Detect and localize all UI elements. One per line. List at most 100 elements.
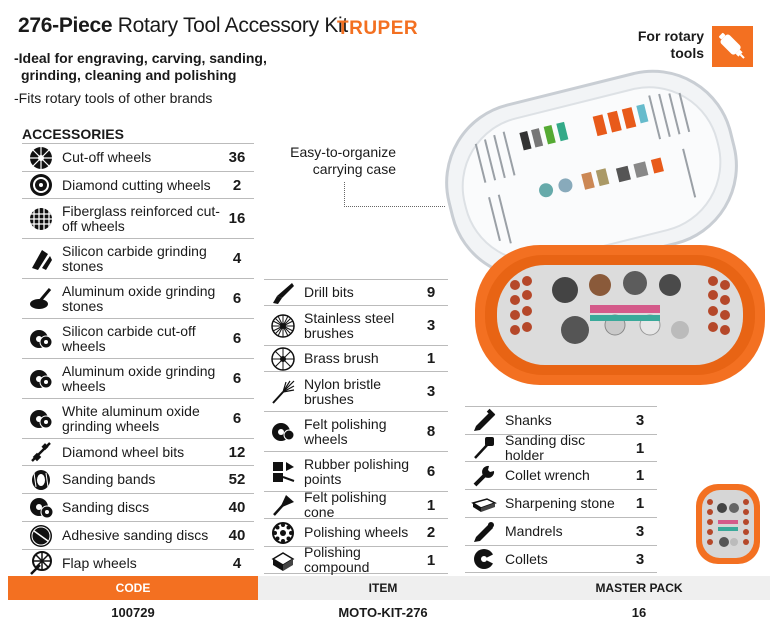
item-qty: 1 xyxy=(426,350,436,367)
item-name: Mandrels xyxy=(505,523,563,539)
item-name: Felt polishing cone xyxy=(304,489,387,520)
list-item: Silicon carbide grinding stones 4 xyxy=(22,239,254,279)
title-rest: Rotary Tool Accessory Kit xyxy=(112,14,349,37)
item-name: Shanks xyxy=(505,412,552,428)
list-item: Sanding disc holder 1 xyxy=(465,433,657,463)
product-case-image xyxy=(445,69,765,385)
wheel-bit-icon xyxy=(22,439,60,465)
case-callout-line1: Easy-to-organize xyxy=(290,144,396,160)
list-item: Nylon bristle brushes 3 xyxy=(264,372,448,412)
item-name: Rubber polishing points xyxy=(304,455,410,487)
item-name: Stainless steel brushes xyxy=(304,309,395,341)
cut-off-disc-icon xyxy=(22,359,60,398)
grinding-stone-icon xyxy=(22,239,60,278)
collet-icon xyxy=(465,546,503,572)
case-callout: Easy-to-organize carrying case xyxy=(286,144,396,178)
compound-icon xyxy=(264,547,302,573)
item-qty: 3 xyxy=(635,412,645,429)
item-qty: 6 xyxy=(232,410,242,427)
code-value: 100729 xyxy=(111,604,155,620)
product-info-header: CODE ITEM MASTER PACK xyxy=(8,576,770,600)
item-name: Collets xyxy=(505,550,548,567)
sanding-disc-icon xyxy=(22,494,60,521)
item-qty: 3 xyxy=(635,550,645,568)
list-item: Sanding discs 40 xyxy=(22,494,254,522)
item-qty: 3 xyxy=(635,523,645,540)
list-item: Aluminum oxide grinding stones 6 xyxy=(22,279,254,319)
item-name: Sanding discs xyxy=(62,499,150,515)
nylon-brush-icon xyxy=(264,372,302,411)
product-title: 276-Piece Rotary Tool Accessory Kit xyxy=(18,14,348,38)
list-item: Felt polishing wheels 8 xyxy=(264,412,448,452)
feature-bullet-1: -Ideal for engraving, carving, sanding, … xyxy=(14,50,267,84)
item-qty: 8 xyxy=(426,423,436,440)
list-item: Adhesive sanding discs 40 xyxy=(22,522,254,550)
item-qty: 9 xyxy=(426,284,436,301)
item-name: Sanding bands xyxy=(62,471,156,487)
accessories-list-1: Cut-off wheels 36 Diamond cutting wheels… xyxy=(22,143,254,577)
accessories-list-3: Shanks 3 Sanding disc holder 1 Collet wr… xyxy=(465,406,657,573)
item-header: ITEM xyxy=(258,576,508,600)
rubber-point-icon xyxy=(264,452,302,491)
list-item: Felt polishing cone 1 xyxy=(264,489,448,520)
item-qty: 6 xyxy=(426,463,436,480)
feature-bullet-1-line2: grinding, cleaning and polishing xyxy=(21,67,237,83)
mandrel-icon xyxy=(465,518,503,545)
accessories-heading: ACCESSORIES xyxy=(22,126,124,142)
item-name: Fiberglass reinforced cut-off wheels xyxy=(62,202,220,234)
sanding-band-icon xyxy=(22,466,60,493)
master-pack-header: MASTER PACK xyxy=(508,576,770,600)
item-qty: 1 xyxy=(426,496,436,514)
brand-logo: TRUPER xyxy=(337,18,419,39)
item-qty: 16 xyxy=(228,210,246,227)
item-qty: 3 xyxy=(426,317,436,334)
item-name: Diamond wheel bits xyxy=(62,443,185,460)
item-name: Polishing wheels xyxy=(304,524,409,540)
feature-bullet-1-line1: -Ideal for engraving, carving, sanding, xyxy=(14,50,267,66)
list-item: White aluminum oxide grinding wheels 6 xyxy=(22,399,254,439)
item-name: Aluminum oxide grinding wheels xyxy=(62,362,216,394)
list-item: Polishing wheels 2 xyxy=(264,519,448,547)
list-item: Sharpening stone 1 xyxy=(465,490,657,518)
item-name: Adhesive sanding discs xyxy=(62,527,209,543)
item-name: White aluminum oxide grinding wheels xyxy=(62,402,200,434)
title-bold: 276-Piece xyxy=(18,14,113,37)
cut-off-disc-icon xyxy=(22,399,60,438)
list-item: Stainless steel brushes 3 xyxy=(264,306,448,346)
code-header: CODE xyxy=(8,576,258,600)
rotary-line-1: For rotary xyxy=(637,28,704,44)
shank-icon xyxy=(465,407,503,434)
item-qty: 6 xyxy=(232,370,242,387)
list-item: Brass brush 1 xyxy=(264,346,448,372)
item-name: Polishing compound xyxy=(304,544,370,575)
product-info-values: 100729 MOTO-KIT-276 16 xyxy=(8,600,770,624)
list-item: Mandrels 3 xyxy=(465,518,657,546)
item-qty: 1 xyxy=(635,439,645,457)
adhesive-disc-icon xyxy=(22,522,60,549)
polishing-wheel-icon xyxy=(264,519,302,546)
list-item: Diamond cutting wheels 2 xyxy=(22,172,254,199)
wrench-icon xyxy=(465,462,503,489)
list-item: Collet wrench 1 xyxy=(465,462,657,490)
list-item: Diamond wheel bits 12 xyxy=(22,439,254,466)
item-name: Aluminum oxide grinding stones xyxy=(62,282,216,314)
list-item: Collets 3 xyxy=(465,546,657,573)
item-qty: 4 xyxy=(232,250,242,267)
case-thumbnail-image xyxy=(696,484,760,564)
case-callout-line2: carrying case xyxy=(312,161,396,177)
item-qty: 4 xyxy=(232,554,242,572)
item-name: Brass brush xyxy=(304,350,379,366)
item-name: Flap wheels xyxy=(62,554,137,571)
accessories-list-2: Drill bits 9 Stainless steel brushes 3 B… xyxy=(264,279,448,575)
item-name: Felt polishing wheels xyxy=(304,415,387,447)
item-name: Cut-off wheels xyxy=(62,149,152,165)
list-item: Fiberglass reinforced cut-off wheels 16 xyxy=(22,199,254,239)
grinding-stone-icon xyxy=(22,279,60,318)
item-name: Nylon bristle brushes xyxy=(304,375,382,407)
item-name: Silicon carbide cut-off wheels xyxy=(62,322,196,354)
item-qty: 3 xyxy=(426,383,436,400)
item-name: Drill bits xyxy=(304,284,354,300)
master-pack-value: 16 xyxy=(631,604,647,620)
disc-holder-icon xyxy=(465,435,503,461)
item-value: MOTO-KIT-276 xyxy=(338,604,428,620)
